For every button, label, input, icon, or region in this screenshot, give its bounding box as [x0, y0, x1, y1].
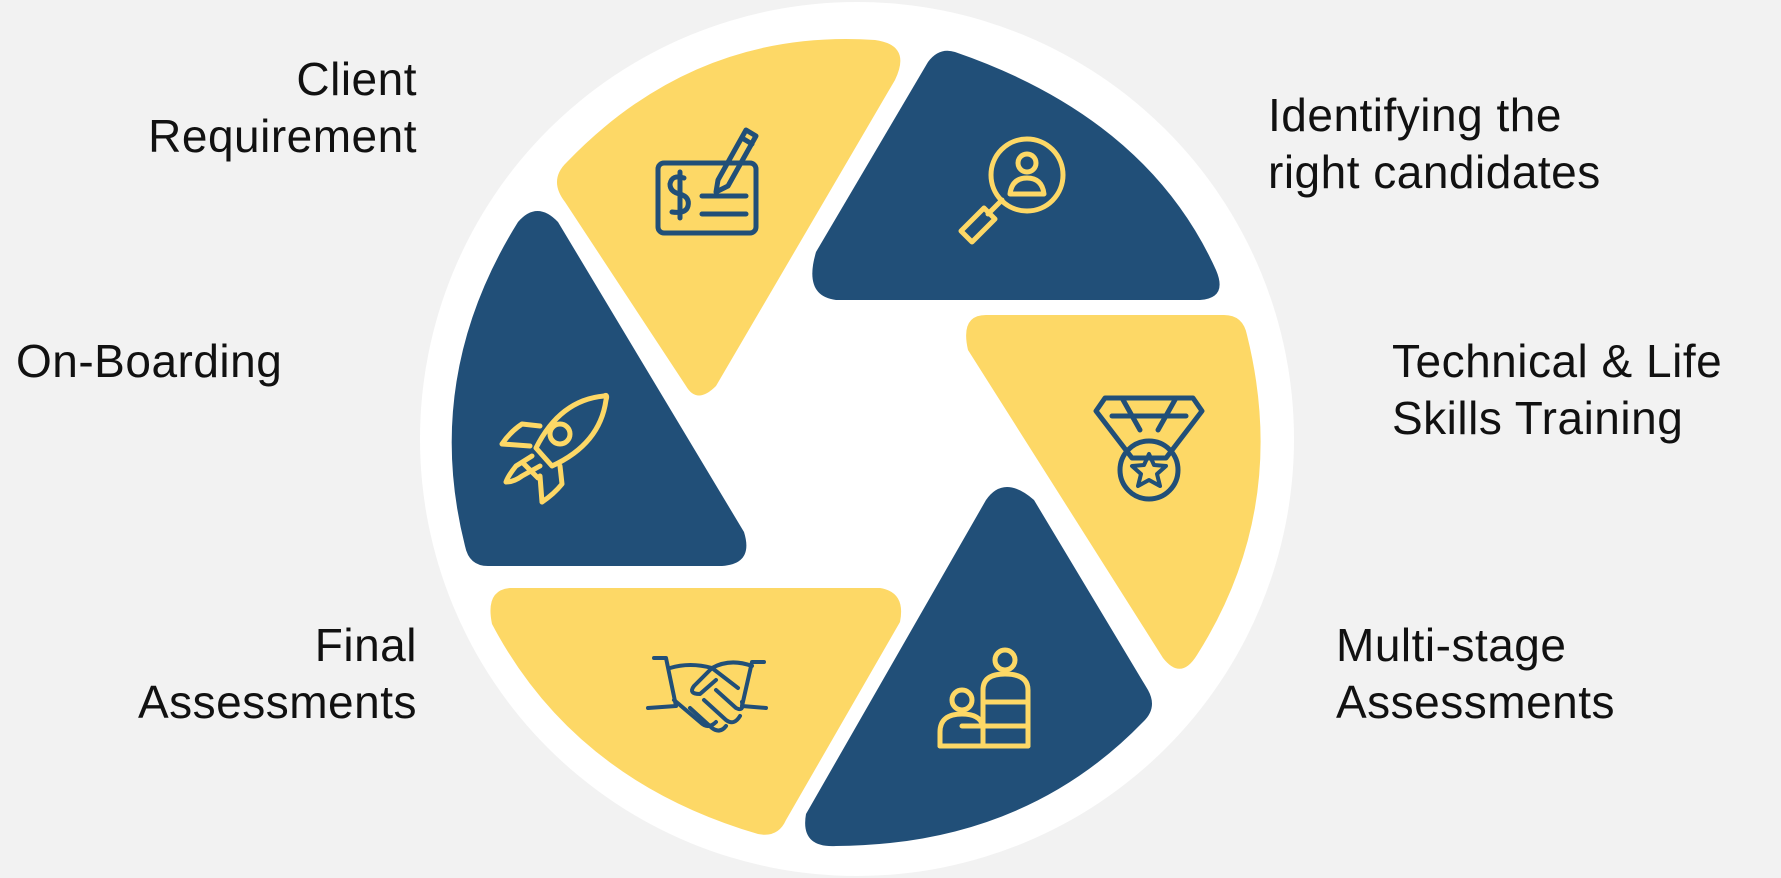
- medal-icon: [1093, 395, 1205, 502]
- candidate-search-icon: [958, 136, 1066, 245]
- segment-multi-stage-assessments: [805, 487, 1152, 847]
- step-label-multi-stage-assessments: Multi-stage Assessments: [1336, 619, 1616, 728]
- rocket-icon: [499, 393, 610, 505]
- interview-icon: [937, 647, 1031, 749]
- step-label-on-boarding: On-Boarding: [16, 335, 283, 387]
- cheque-signature-icon: [655, 127, 759, 236]
- step-label-technical-training: Technical & Life Skills Training: [1392, 335, 1723, 444]
- segment-on-boarding: [451, 211, 747, 566]
- segment-client-requirement: [556, 39, 901, 396]
- handshake-icon: [646, 656, 768, 733]
- step-label-client-requirement: Client Requirement: [148, 53, 417, 162]
- step-label-final-assessments: Final Assessments: [137, 619, 417, 728]
- segment-identifying-candidates: [812, 50, 1220, 300]
- step-label-identifying-candidates: Identifying the right candidates: [1268, 89, 1601, 198]
- segment-technical-training: [966, 315, 1261, 669]
